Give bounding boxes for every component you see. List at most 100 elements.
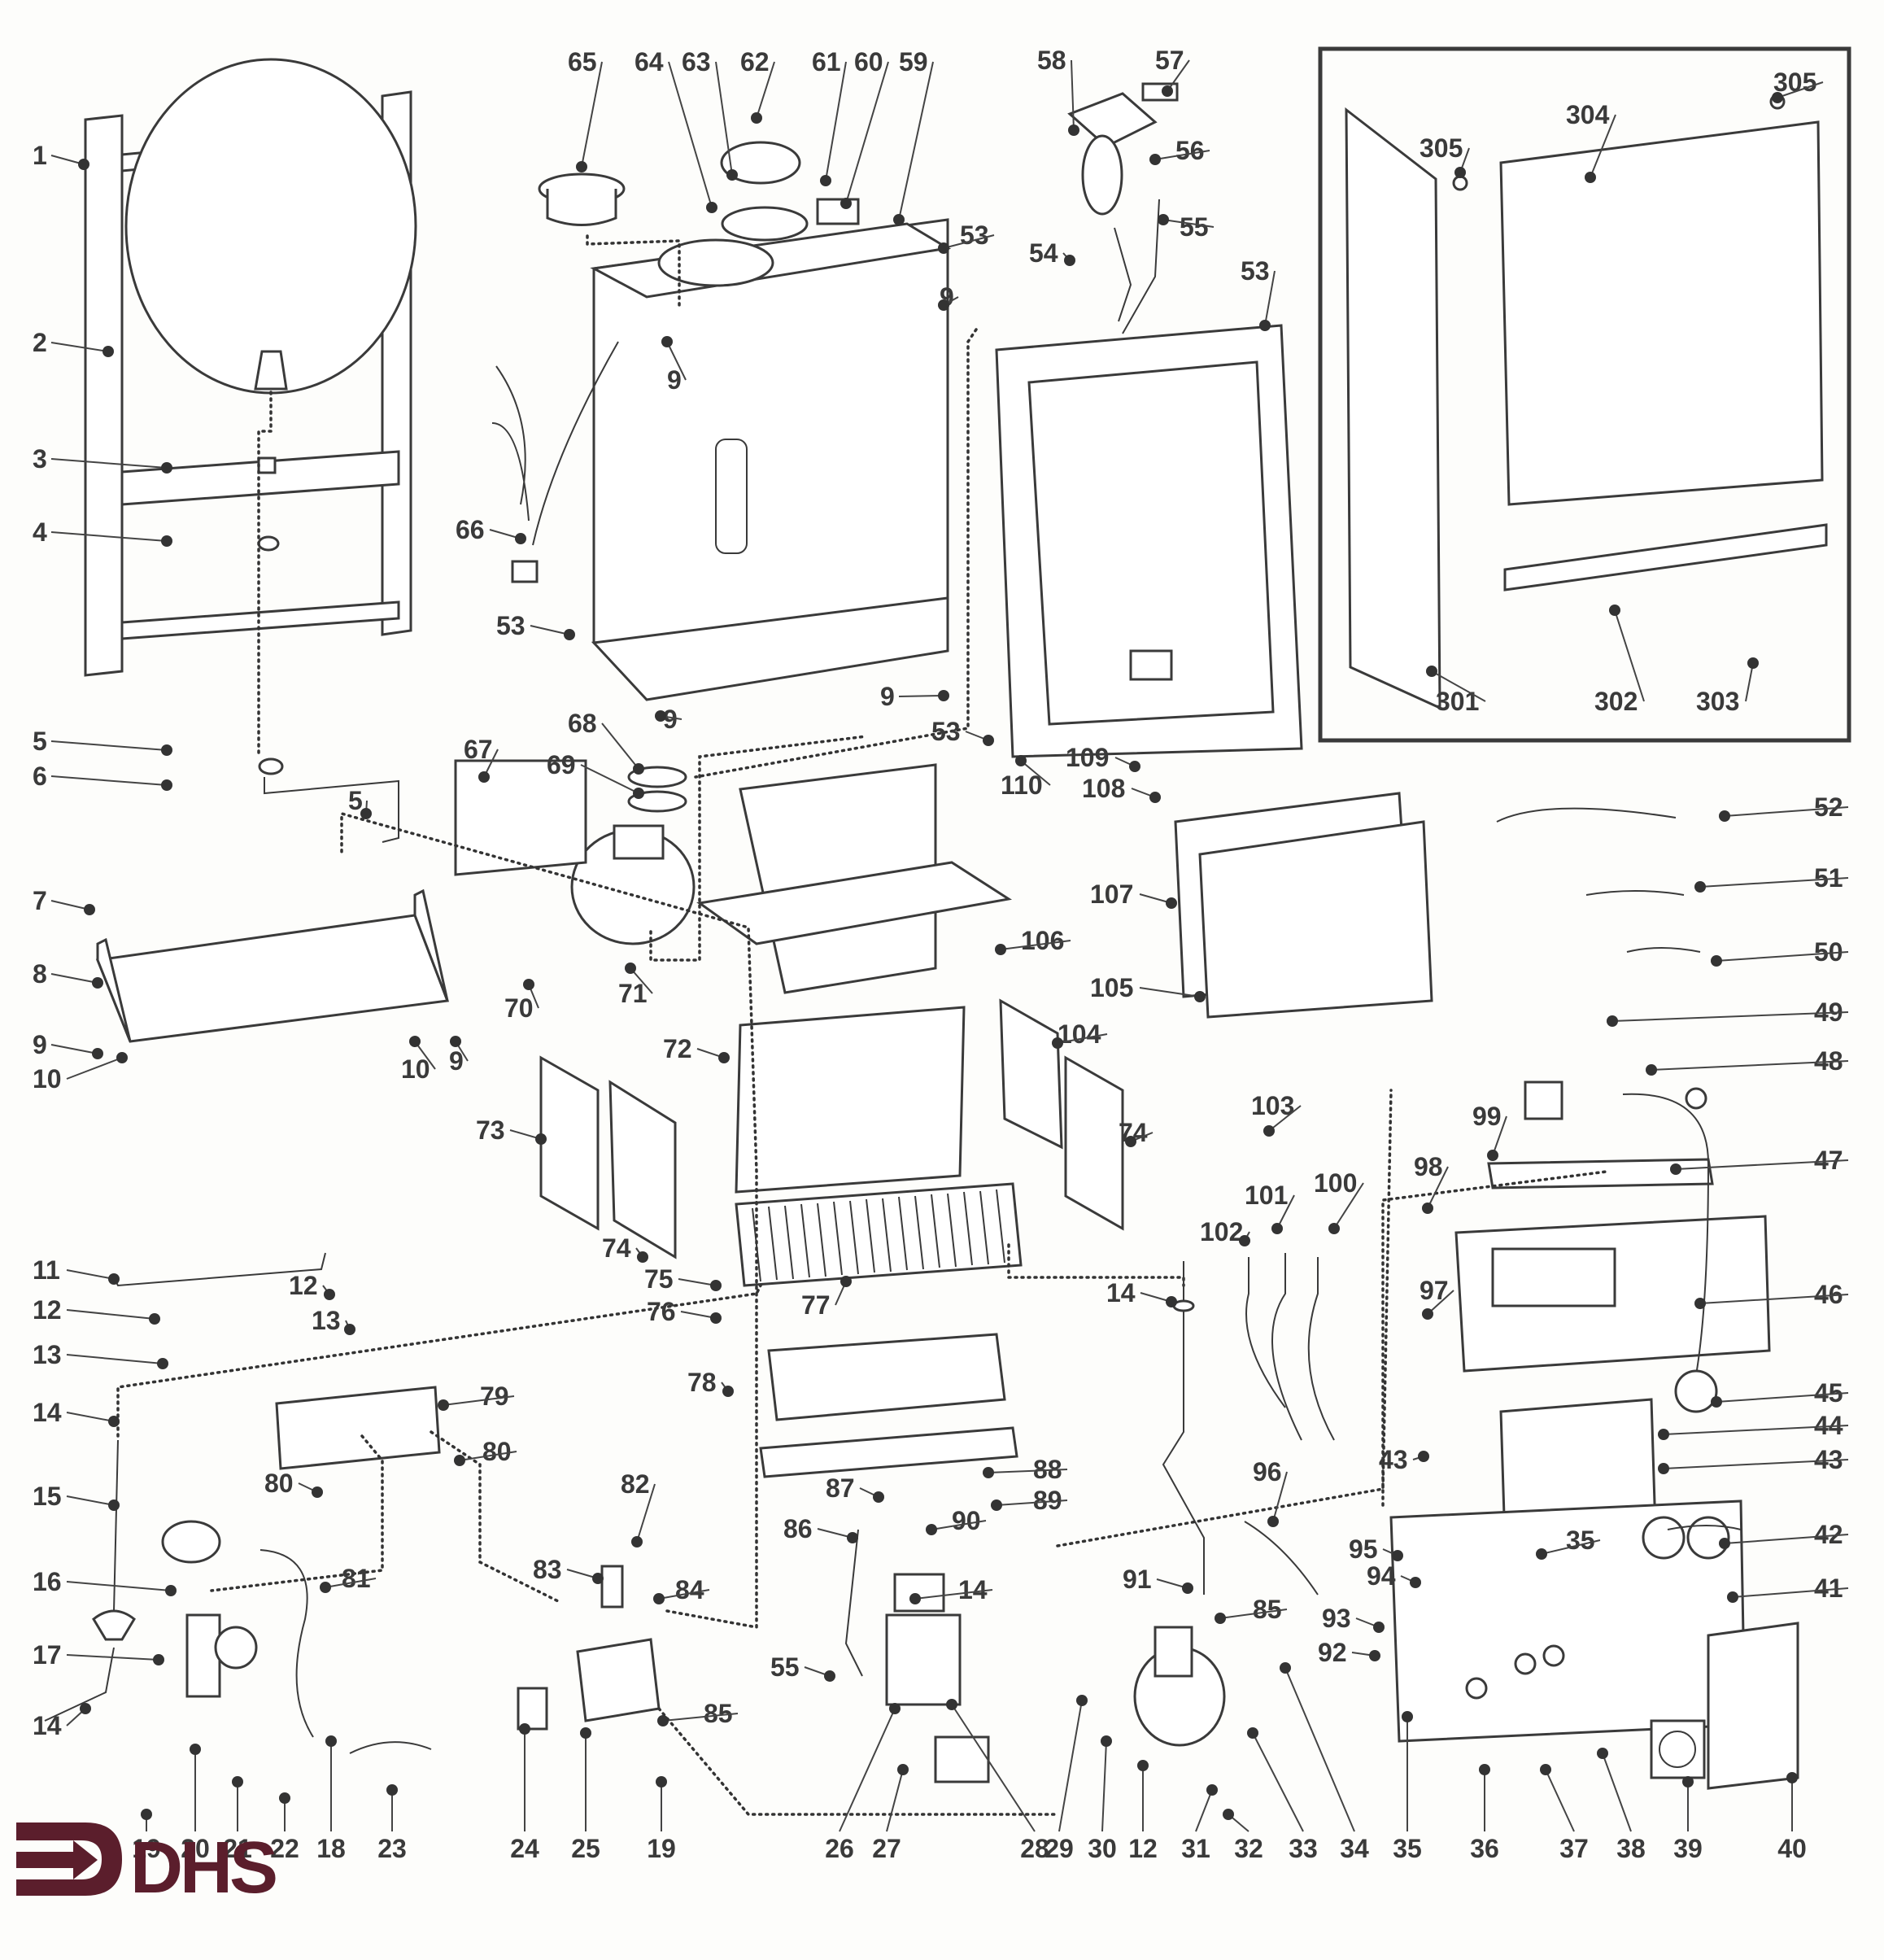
leader-line: [1427, 1166, 1449, 1209]
callout-12c: 12: [1128, 1834, 1158, 1863]
leader-line: [914, 1589, 993, 1600]
leader-dot: [1597, 1748, 1608, 1759]
callout-6: 6: [33, 762, 47, 791]
leader-line: [1777, 81, 1824, 98]
leader-dot: [1479, 1764, 1490, 1775]
leader-dot: [1015, 755, 1027, 766]
callout-43a: 43: [1379, 1445, 1408, 1474]
leader-line: [951, 1704, 1036, 1832]
leader-line: [50, 973, 98, 984]
callout-61: 61: [812, 47, 841, 76]
leader-dot: [873, 1491, 884, 1503]
leader-line: [1541, 1539, 1601, 1555]
leader-line: [680, 1311, 717, 1319]
leader-dot: [1711, 1396, 1722, 1408]
part-harness-connector: [511, 560, 539, 583]
leader-line: [1745, 662, 1754, 702]
leader-dot: [1215, 1613, 1226, 1624]
leader-dot: [592, 1573, 604, 1584]
callout-7: 7: [33, 886, 47, 915]
leader-dot: [1658, 1429, 1669, 1440]
leader-dot: [1540, 1764, 1551, 1775]
callout-304: 304: [1566, 100, 1610, 129]
leader-dot: [1609, 605, 1620, 616]
leader-dot: [1076, 1695, 1088, 1706]
callout-80a: 80: [264, 1469, 294, 1498]
leader-line: [1284, 1667, 1355, 1832]
leader-dot: [751, 112, 762, 124]
leader-line: [50, 900, 90, 910]
leader-line: [1264, 270, 1276, 326]
leader-line: [1716, 951, 1849, 962]
callout-54: 54: [1029, 238, 1058, 268]
leader-dot: [889, 1703, 901, 1714]
leader-line: [581, 61, 603, 168]
leader-dot: [718, 1052, 730, 1063]
callout-13a: 13: [33, 1340, 62, 1369]
part-plate-heat-exchanger: [275, 1386, 441, 1470]
leader-line: [580, 764, 639, 794]
callout-104: 104: [1058, 1019, 1101, 1049]
callout-62: 62: [740, 47, 770, 76]
leader-dot: [909, 1593, 921, 1604]
leader-dot: [161, 779, 172, 791]
leader-line: [839, 1708, 896, 1832]
callout-16: 16: [33, 1567, 62, 1596]
leader-dot: [1064, 255, 1075, 266]
callout-17: 17: [33, 1640, 62, 1670]
callout-87: 87: [826, 1473, 855, 1503]
leader-dot: [360, 808, 372, 819]
callout-93: 93: [1322, 1604, 1351, 1633]
leader-dot: [141, 1809, 152, 1820]
callout-56: 56: [1175, 136, 1205, 165]
callout-14b: 14: [958, 1575, 988, 1604]
callout-109: 109: [1066, 743, 1109, 772]
leader-dot: [1426, 666, 1437, 677]
leader-dot: [637, 1251, 648, 1263]
leader-dot: [564, 629, 575, 640]
part-cap: [517, 1687, 548, 1731]
leader-dot: [1194, 991, 1206, 1002]
callout-102: 102: [1200, 1217, 1243, 1246]
leader-line: [886, 1769, 904, 1832]
leader-dot: [1585, 172, 1596, 183]
part-hydraulic-block: [576, 1565, 661, 1722]
part-expansion-vessel: [124, 58, 417, 395]
leader-dot: [1418, 1451, 1429, 1462]
leader-dot: [1422, 1203, 1433, 1214]
leader-dot: [938, 299, 949, 311]
leader-line: [845, 61, 889, 204]
callout-26: 26: [825, 1834, 854, 1863]
leader-dot: [153, 1654, 164, 1665]
leader-line: [756, 61, 775, 119]
leader-dot: [1328, 1223, 1340, 1234]
leader-dot: [161, 535, 172, 547]
part-outer-case: [1345, 94, 1828, 710]
callout-19b: 19: [647, 1834, 676, 1863]
part-flue-adapter: [538, 141, 860, 242]
callout-14a: 14: [33, 1398, 62, 1427]
leader-dot: [1182, 1582, 1193, 1594]
callout-75: 75: [644, 1264, 674, 1294]
part-heat-exchanger: [735, 1182, 1023, 1287]
callout-28: 28: [1020, 1834, 1049, 1863]
leader-dot: [165, 1585, 177, 1596]
part-pressure-switch: [1067, 82, 1179, 216]
leader-dot: [893, 214, 905, 225]
callout-94: 94: [1367, 1561, 1396, 1591]
leader-line: [1699, 1294, 1849, 1304]
part-pump: [1133, 1626, 1226, 1747]
callout-4: 4: [33, 517, 47, 547]
callout-82: 82: [621, 1469, 650, 1499]
part-main-casing: [590, 218, 952, 701]
callout-24: 24: [510, 1834, 539, 1863]
leader-dot: [722, 1386, 734, 1397]
part-bottom-tray: [95, 888, 450, 1043]
leader-line: [931, 1520, 987, 1530]
leader-dot: [161, 744, 172, 756]
leader-line: [1139, 987, 1201, 997]
leader-dot: [824, 1670, 835, 1682]
leader-line: [66, 1269, 115, 1280]
callout-9a: 9: [33, 1030, 47, 1059]
